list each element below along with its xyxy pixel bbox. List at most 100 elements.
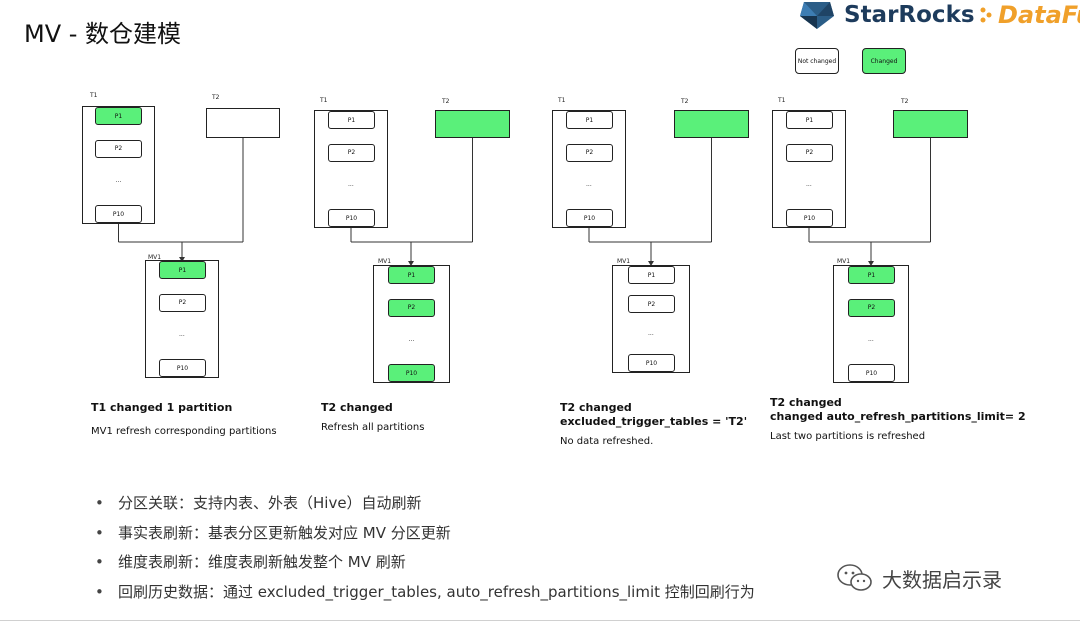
panel-2-t2-label: T2: [442, 98, 450, 105]
panel-1-t1-ellipsis: ...: [115, 177, 122, 185]
panel-4-table-t1: [772, 110, 846, 228]
panel-1-t2-label: T2: [212, 94, 220, 101]
watermark-text: 大数据启示录: [882, 567, 1002, 592]
panel-4-t1-ellipsis: ...: [806, 181, 812, 189]
panel-2-t1-label: T1: [320, 97, 328, 104]
panel-4-caption-line-2: changed auto_refresh_partitions_limit= 2: [770, 410, 1026, 423]
panel-2-caption-line-1: T2 changed: [321, 401, 393, 414]
panel-3-arrow-head: [648, 261, 654, 266]
panel-4-mv1-ellipsis: ...: [868, 336, 874, 344]
panel-1-t1-label: T1: [90, 92, 98, 99]
panel-1-mv1-partition-p1: P1: [159, 261, 206, 279]
panel-4-mv1: [833, 265, 909, 383]
starrocks-logo-icon: [800, 2, 834, 29]
panel-1-table-t2: [206, 108, 280, 138]
panel-2-mv1-partition-p1: P1: [388, 266, 435, 284]
bullet-list: • 分区关联：支持内表、外表（Hive）自动刷新 • 事实表刷新：基表分区更新触发对应…: [95, 489, 755, 607]
panel-3-caption-line-2: excluded_trigger_tables = 'T2': [560, 415, 748, 428]
panel-1-mv1-partition-p2: P2: [159, 293, 206, 312]
panel-3-t1-ellipsis: ...: [586, 181, 592, 189]
panel-2-mv-label: MV1: [378, 258, 392, 265]
panel-2-t1-partition-p10: P10: [328, 209, 375, 227]
panel-1-mv1-ellipsis: ...: [179, 331, 185, 339]
bullet-dot: •: [95, 494, 104, 512]
panel-3-mv1-partition-p2: P2: [628, 295, 675, 314]
panel-1-t1-partition-p1: P1: [95, 107, 142, 125]
page-title: MV - 数仓建模: [24, 20, 182, 48]
panel-2-table-t2: [435, 110, 510, 138]
panel-2-table-t1: [314, 110, 388, 228]
datafun-logo-icon: [980, 7, 992, 23]
bullet-item-2: • 事实表刷新：基表分区更新触发对应 MV 分区更新: [95, 519, 755, 549]
panel-2-mv1-partition-p10: P10: [388, 364, 435, 382]
panel-1-mv-label: MV1: [148, 254, 162, 261]
panel-4-caption-line-1: T2 changed: [770, 396, 842, 409]
panel-3-t1-partition-p10: P10: [566, 209, 613, 227]
panel-2-t1-partition-p1: P1: [328, 111, 375, 129]
bullet-text: 分区关联：支持内表、外表（Hive）自动刷新: [118, 494, 422, 512]
panel-3-mv-label: MV1: [617, 258, 631, 265]
panel-3-mv1-ellipsis: ...: [648, 329, 654, 337]
starrocks-logo: StarRocks: [800, 0, 975, 30]
legend-changed: Changed: [862, 48, 906, 74]
panel-1-table-t1: [82, 106, 155, 224]
bullet-text: 维度表刷新：维度表刷新触发整个 MV 刷新: [118, 553, 406, 571]
panel-3-caption-line-1: T2 changed: [560, 401, 632, 414]
panel-4-t2-label: T2: [901, 98, 909, 105]
panel-1-arrow-head: [179, 257, 185, 262]
bullet-item-1: • 分区关联：支持内表、外表（Hive）自动刷新: [95, 489, 755, 519]
panel-1-mv1-partition-p10: P10: [159, 359, 206, 377]
panel-4-mv1-partition-p10: P10: [848, 364, 895, 382]
bullet-dot: •: [95, 553, 104, 571]
panel-3-t1-label: T1: [558, 97, 566, 104]
panel-4-description: Last two partitions is refreshed: [770, 431, 926, 442]
legend-not-changed: Not changed: [795, 48, 839, 74]
bullet-text: 回刷历史数据：通过 excluded_trigger_tables, auto_…: [118, 582, 755, 601]
panel-3-mv1-partition-p10: P10: [628, 354, 675, 372]
panel-3-mv1-partition-p1: P1: [628, 266, 675, 284]
bullet-item-4: • 回刷历史数据：通过 excluded_trigger_tables, auto…: [95, 578, 755, 608]
panel-1-t1-partition-p2: P2: [95, 139, 142, 158]
panel-2-arrow-head: [408, 261, 414, 266]
panel-3-description: No data refreshed.: [560, 436, 654, 447]
panel-1-caption: T1 changed 1 partition: [91, 401, 232, 415]
panel-2-mv1-partition-p2: P2: [388, 298, 435, 317]
panel-2-t1-partition-p2: P2: [328, 143, 375, 162]
panel-1-description: MV1 refresh corresponding partitions: [91, 426, 277, 437]
panel-2-mv1: [373, 265, 450, 383]
panel-1-caption-line-1: T1 changed 1 partition: [91, 401, 233, 414]
panel-4-t1-label: T1: [778, 97, 786, 104]
panel-3-t2-label: T2: [681, 98, 689, 105]
panel-2-t1-ellipsis: ...: [348, 181, 354, 189]
panel-4-mv1-partition-p2: P2: [848, 298, 895, 317]
wechat-icon: [837, 564, 872, 591]
datafun-logo: DataFu: [978, 0, 1080, 30]
panel-2-description: Refresh all partitions: [321, 422, 425, 433]
bullet-dot: •: [95, 582, 104, 601]
panel-3-t1-partition-p1: P1: [566, 111, 613, 129]
starrocks-logo-text: StarRocks: [844, 2, 975, 28]
panel-4-t1-partition-p1: P1: [786, 111, 833, 129]
bullet-text: 事实表刷新：基表分区更新触发对应 MV 分区更新: [118, 523, 451, 542]
panel-4-t1-partition-p2: P2: [786, 143, 833, 162]
panel-4-t1-partition-p10: P10: [786, 209, 833, 227]
panel-4-table-t2: [893, 110, 968, 138]
panel-4-arrow-head: [868, 261, 874, 266]
panel-2-mv1-ellipsis: ...: [408, 336, 415, 344]
datafun-logo-text: DataFu: [998, 1, 1080, 29]
bottom-divider: [0, 620, 1080, 621]
panel-3-table-t1: [552, 110, 626, 228]
bullet-dot: •: [95, 523, 104, 542]
panel-4-mv-label: MV1: [837, 258, 851, 265]
wechat-watermark: 大数据启示录: [836, 563, 1002, 593]
panel-3-table-t2: [674, 110, 749, 138]
panel-4-mv1-partition-p1: P1: [848, 266, 895, 284]
panel-1-mv1: [145, 260, 219, 378]
panel-2-caption: T2 changed: [321, 401, 393, 415]
bullet-item-3: • 维度表刷新：维度表刷新触发整个 MV 刷新: [95, 548, 755, 578]
panel-3-t1-partition-p2: P2: [566, 143, 613, 162]
